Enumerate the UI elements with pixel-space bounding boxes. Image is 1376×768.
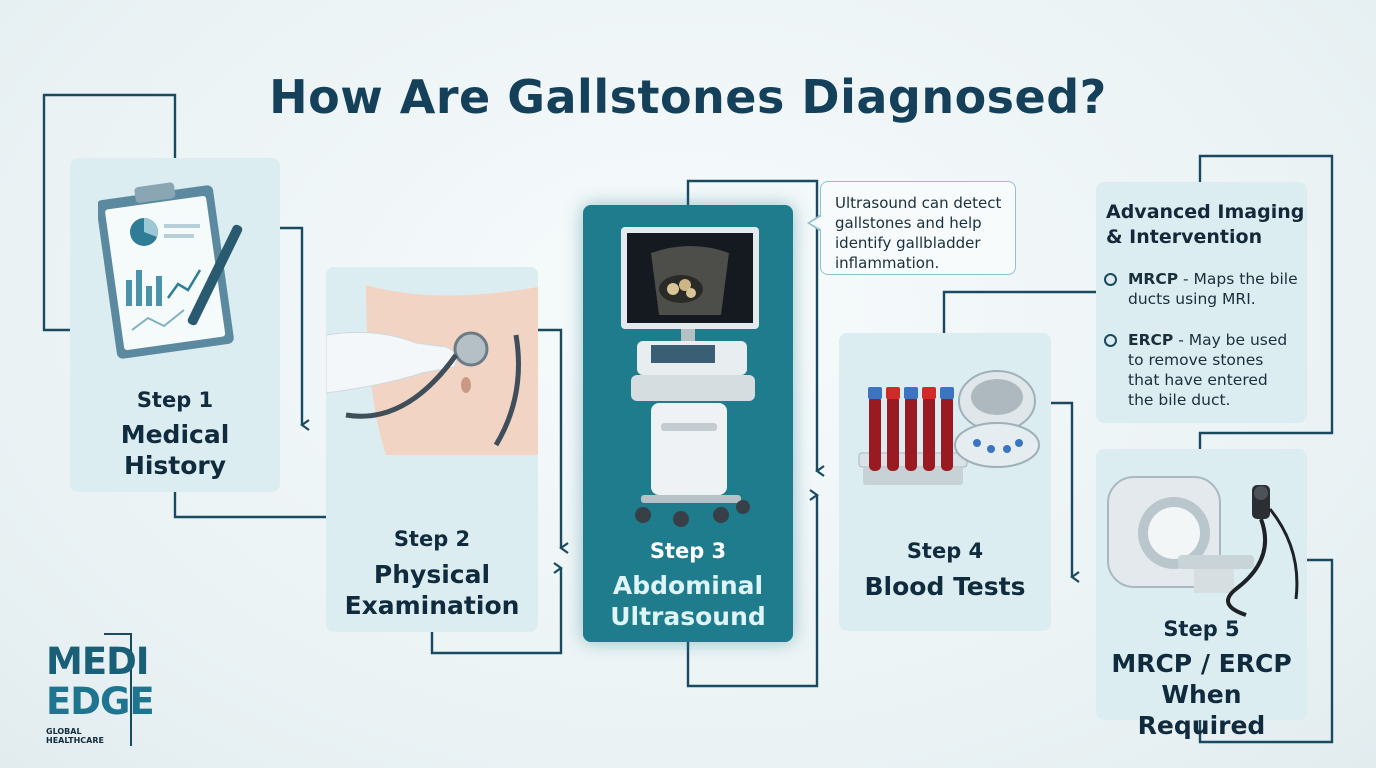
bullet-icon — [1104, 334, 1117, 347]
step-card-blood-tests: Step 4 Blood Tests — [839, 333, 1051, 631]
step-name-line2: History — [123, 451, 227, 480]
step-name-line2: Examination — [344, 591, 520, 620]
step-card-abdominal-ultrasound: Step 3 Abdominal Ultrasound — [583, 205, 793, 642]
desc: ducts using MRI. — [1128, 290, 1256, 308]
ultrasound-callout: Ultrasound can detect gallstones and hel… — [820, 181, 1016, 275]
term: MRCP — [1128, 270, 1179, 288]
ultrasound-machine-icon — [621, 227, 759, 527]
logo-tagline: GLOBAL HEALTHCARE — [46, 727, 104, 745]
callout-line: gallstones and help — [835, 214, 982, 232]
advanced-heading: Advanced Imaging & Intervention — [1106, 200, 1304, 250]
stethoscope-icon — [326, 285, 538, 455]
callout-line: identify gallbladder — [835, 234, 981, 252]
logo-frame — [104, 633, 132, 635]
step-label: Step 1 — [136, 388, 214, 412]
ercp-item: ERCP - May be used to remove stones that… — [1128, 330, 1303, 410]
step-name-line2: Ultrasound — [610, 602, 766, 631]
callout-line: Ultrasound can detect — [835, 194, 1002, 212]
step-name-line1: Abdominal — [612, 571, 764, 600]
medi-edge-logo: MEDI EDGE GLOBAL HEALTHCARE — [44, 633, 155, 746]
callout-pointer-fill — [810, 216, 822, 230]
advanced-imaging-box: Advanced Imaging & Intervention MRCP - M… — [1096, 182, 1307, 423]
step-label: Step 5 — [1163, 617, 1240, 641]
advanced-heading-line: Advanced Imaging — [1106, 201, 1305, 223]
desc: the bile duct. — [1128, 391, 1231, 409]
advanced-heading-line: & Intervention — [1106, 226, 1263, 248]
endoscope-icon — [1226, 485, 1299, 617]
mrcp-item: MRCP - Maps the bile ducts using MRI. — [1128, 269, 1303, 309]
logo-frame — [130, 633, 132, 746]
page-title: How Are Gallstones Diagnosed? — [269, 70, 1107, 124]
step-name-line1: Blood Tests — [864, 572, 1026, 601]
step-name-line2: When Required — [1137, 680, 1266, 740]
callout-line: inflammation. — [835, 254, 940, 272]
desc: - Maps the bile — [1178, 270, 1298, 288]
desc: to remove stones — [1128, 351, 1264, 369]
step-label: Step 3 — [649, 539, 727, 563]
step-card-medical-history: Step 1 Medical History — [70, 158, 280, 492]
desc: that have entered — [1128, 371, 1268, 389]
step-card-mrcp-ercp: Step 5 MRCP / ERCP When Required — [1096, 449, 1307, 740]
step-name-line1: MRCP / ERCP — [1111, 649, 1292, 678]
step-label: Step 4 — [906, 539, 984, 563]
centrifuge-icon — [954, 370, 1040, 468]
blood-tubes-icon — [858, 387, 968, 485]
step-name-line1: Medical — [120, 420, 230, 449]
step-card-physical-examination: Step 2 Physical Examination — [326, 267, 538, 632]
desc: - May be used — [1173, 331, 1288, 349]
clipboard-icon — [98, 182, 243, 359]
term: ERCP — [1128, 331, 1174, 349]
mri-scanner-icon — [1107, 476, 1254, 593]
logo-text: EDGE — [46, 680, 155, 723]
step-label: Step 2 — [393, 527, 471, 551]
logo-text: MEDI — [46, 640, 150, 683]
bullet-icon — [1104, 273, 1117, 286]
step-name-line1: Physical — [373, 560, 491, 589]
